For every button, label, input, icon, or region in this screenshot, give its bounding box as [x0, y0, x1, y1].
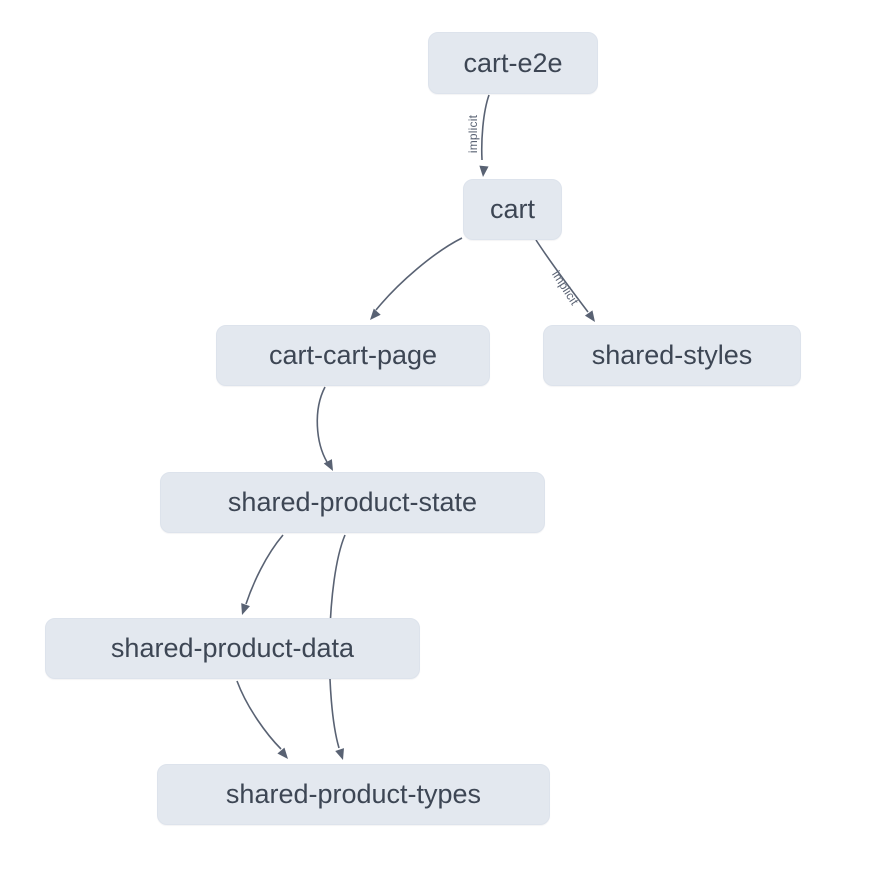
graph-edge: [316, 386, 333, 471]
graph-node-cart[interactable]: cart: [463, 179, 562, 240]
edge-label: implicit: [466, 114, 480, 153]
edge-line: [535, 239, 589, 313]
edge-line: [480, 94, 490, 161]
graph-edge: [241, 534, 284, 615]
graph-node-shared-styles[interactable]: shared-styles: [543, 325, 801, 386]
edge-line: [316, 386, 328, 463]
graph-node-label: cart-cart-page: [268, 340, 438, 370]
graph-node-shared-product-types[interactable]: shared-product-types: [157, 764, 550, 825]
graph-edge: implicit: [466, 94, 490, 177]
graph-node-shared-product-state[interactable]: shared-product-state: [160, 472, 545, 533]
edge-line: [245, 534, 284, 605]
graph-node-label: shared-product-state: [227, 487, 478, 517]
edge-line: [375, 237, 463, 311]
graph-node-label: cart-e2e: [463, 47, 563, 78]
graph-node-label: shared-product-types: [225, 779, 482, 809]
graph-node-cart-e2e[interactable]: cart-e2e: [428, 32, 598, 94]
graph-edge: [370, 237, 463, 320]
edge-arrowhead-icon: [479, 165, 489, 177]
edge-arrowhead-icon: [241, 603, 250, 615]
graph-node-label: cart: [489, 194, 535, 224]
edge-label: implicit: [549, 268, 582, 308]
edge-arrowhead-icon: [323, 459, 333, 471]
graph-node-label: shared-styles: [591, 340, 753, 370]
graph-node-label: shared-product-data: [110, 633, 355, 663]
edge-arrowhead-icon: [370, 308, 381, 320]
edge-arrowhead-icon: [277, 747, 288, 759]
graph-edge: [236, 680, 288, 759]
edge-arrowhead-icon: [335, 748, 344, 760]
graph-node-cart-cart-page[interactable]: cart-cart-page: [216, 325, 490, 386]
edge-line: [236, 680, 282, 750]
edge-arrowhead-icon: [584, 310, 595, 322]
graph-edge: implicit: [535, 239, 595, 322]
graph-node-shared-product-data[interactable]: shared-product-data: [45, 618, 420, 679]
